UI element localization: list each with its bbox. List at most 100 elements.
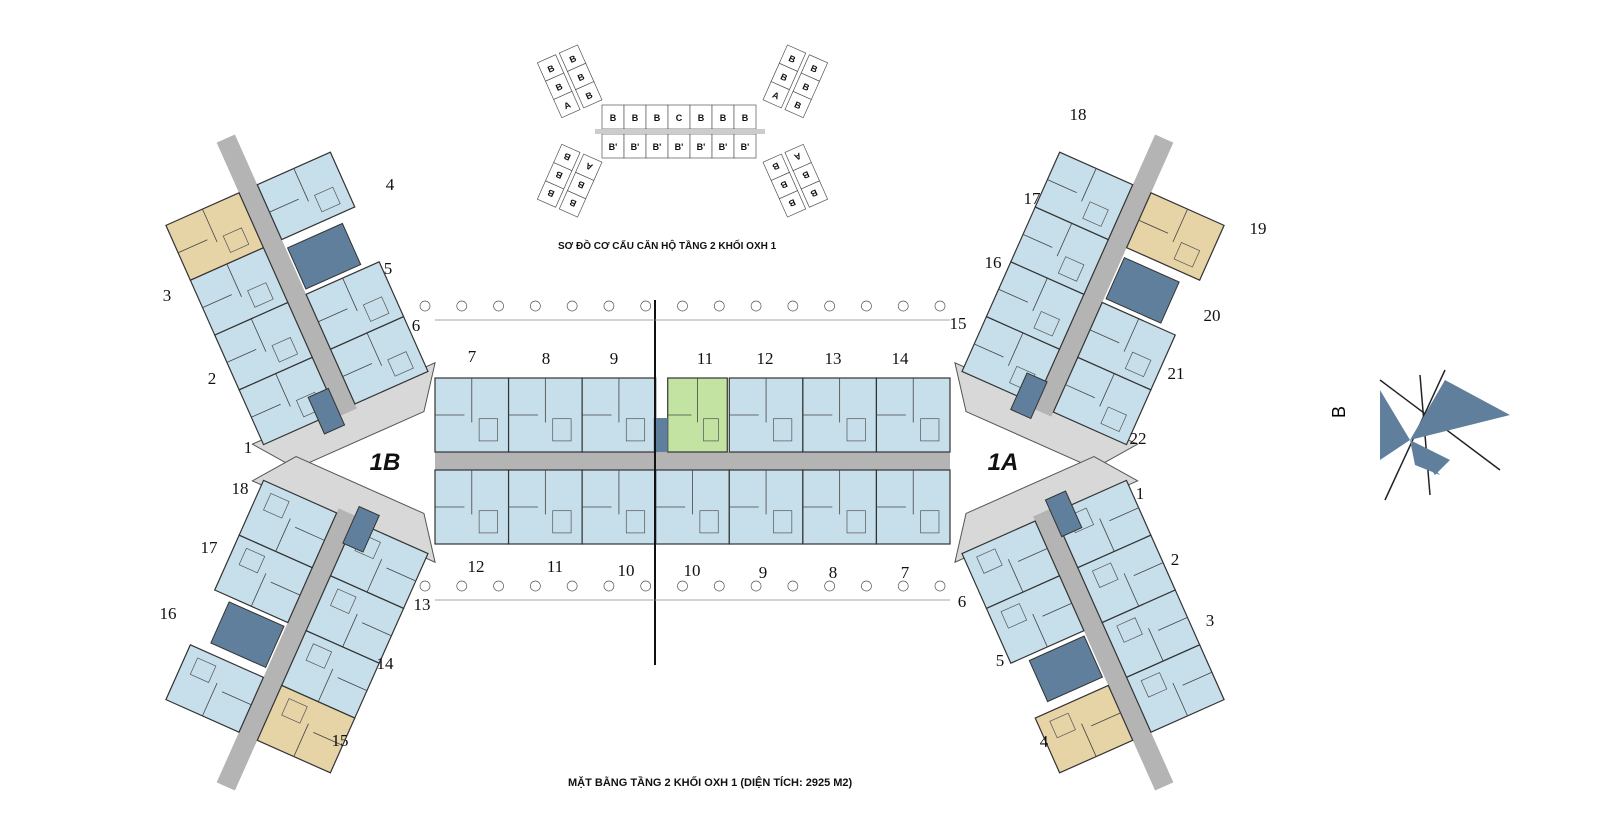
partition-wall	[1065, 384, 1095, 399]
grid-axis-marker	[603, 580, 615, 592]
grid-axis-marker	[566, 580, 578, 592]
unit-number-label: 15	[950, 314, 967, 333]
unit-number-label: 4	[1040, 732, 1049, 751]
apartment-unit	[581, 377, 657, 453]
mini-unit-type: B	[554, 81, 564, 93]
mini-unit-type: B	[546, 63, 556, 75]
furniture	[703, 418, 719, 442]
furniture	[1140, 672, 1168, 698]
mini-unit	[536, 54, 565, 82]
apartment-unit	[256, 684, 356, 774]
partition-wall	[361, 622, 392, 637]
furniture	[1033, 311, 1060, 337]
apartment-unit	[165, 644, 265, 733]
unit-number-label: 16	[985, 253, 1002, 272]
partition-wall	[1056, 223, 1073, 257]
mini-unit-type: B'	[631, 142, 640, 152]
mini-unit-type: B	[554, 169, 564, 181]
mini-unit-type: B	[568, 53, 578, 65]
mini-unit-type: B	[698, 113, 705, 123]
partition-wall	[386, 567, 416, 582]
furniture	[314, 186, 341, 213]
partition-wall	[1047, 179, 1077, 193]
mini-unit-type: B	[793, 99, 803, 111]
unit-number-label: 1	[244, 438, 253, 457]
furniture	[699, 510, 719, 534]
corridor	[1033, 134, 1174, 417]
furniture	[305, 643, 333, 669]
grid-axis-marker	[787, 300, 799, 312]
block-1b-label: 1B	[370, 449, 401, 476]
partition-wall	[250, 573, 267, 607]
mini-unit-type: B	[809, 63, 819, 75]
apartment-unit	[581, 469, 657, 545]
unit-number-label: 6	[412, 316, 421, 335]
unit-number-label: 14	[377, 654, 395, 673]
grid-axis-marker	[861, 580, 872, 592]
mini-unit-type: B	[800, 169, 810, 181]
furniture	[1100, 406, 1127, 432]
unit-number-label: 3	[163, 286, 172, 305]
apartment-unit	[667, 377, 728, 453]
partition-wall	[1042, 602, 1072, 617]
grid-axis-marker	[934, 300, 946, 312]
partition-wall	[202, 208, 218, 243]
unit-number-label: 1	[1136, 484, 1145, 503]
furniture	[846, 418, 866, 442]
grid-axis-marker	[713, 580, 725, 592]
partition-wall	[221, 691, 252, 706]
section-label: B	[1329, 406, 1349, 418]
grid-axis-marker	[493, 580, 504, 592]
mini-unit-type: B	[584, 90, 594, 102]
furniture	[362, 296, 390, 322]
stair-core	[1028, 635, 1104, 703]
unit-number-label: 21	[1168, 364, 1185, 383]
mini-unit	[800, 54, 829, 82]
apartment-unit	[875, 377, 951, 453]
partition-wall	[275, 518, 291, 552]
grid-axis-marker	[750, 580, 762, 592]
grid-axis-marker	[897, 580, 909, 592]
mini-unit	[536, 180, 565, 208]
furniture	[552, 510, 572, 534]
partition-wall	[293, 168, 309, 202]
partition-wall	[366, 332, 383, 366]
grid-axis-marker	[824, 300, 835, 312]
grid-axis-marker	[530, 580, 541, 592]
partition-wall	[226, 349, 257, 363]
partition-wall	[1007, 559, 1024, 593]
unit-number-label: 10	[684, 561, 701, 580]
grid-axis-marker	[787, 580, 799, 592]
elevator-core	[653, 418, 668, 452]
partition-wall	[1123, 318, 1140, 352]
mini-unit-type: B'	[609, 142, 618, 152]
mini-unit-type: B	[654, 113, 661, 123]
furniture	[846, 510, 866, 534]
grid-axis-marker	[824, 580, 835, 592]
unit-number-label: 17	[1024, 189, 1042, 208]
furniture	[263, 493, 290, 519]
grid-axis-marker	[750, 300, 762, 312]
wings-layer	[165, 134, 1225, 791]
grid-axis-marker	[713, 300, 725, 312]
unit-number-label: 7	[901, 563, 910, 582]
partition-wall	[1081, 723, 1097, 757]
partition-wall	[1017, 548, 1048, 562]
partition-wall	[366, 559, 383, 593]
partition-wall	[202, 294, 232, 308]
partition-wall	[342, 277, 358, 312]
unit-number-label: 16	[160, 604, 177, 623]
mini-unit-type: A	[771, 90, 781, 102]
partition-wall	[318, 308, 348, 323]
unit-number-label: 20	[1204, 306, 1221, 325]
mini-unit-type: A	[792, 151, 802, 163]
partition-wall	[275, 373, 291, 407]
unit-number-label: 10	[618, 561, 635, 580]
corridor	[216, 134, 357, 417]
partition-wall	[1182, 671, 1213, 686]
partition-wall	[313, 732, 343, 746]
unit-number-label: 9	[759, 563, 768, 582]
partition-wall	[1148, 628, 1164, 662]
elevator-core	[342, 505, 380, 553]
floor-plan-title: MẶT BẰNG TẦNG 2 KHỐI OXH 1 (DIỆN TÍCH: 2…	[568, 777, 853, 789]
